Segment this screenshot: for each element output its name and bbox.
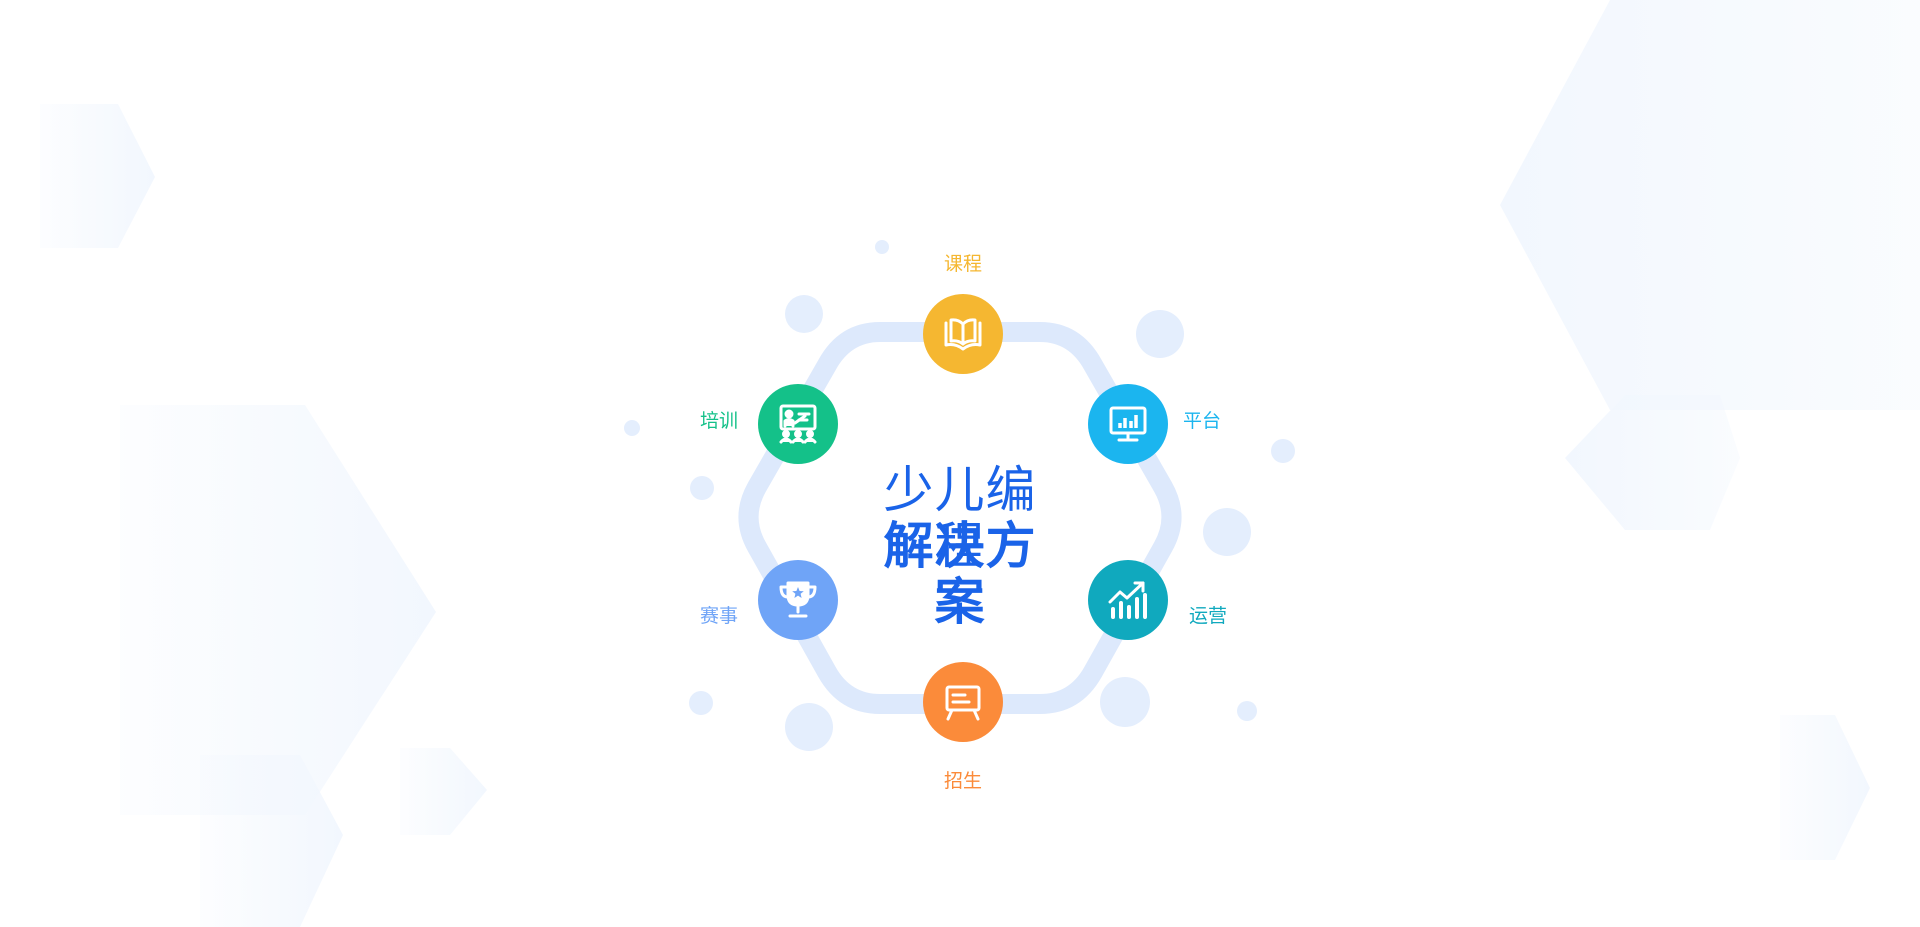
bg-hexagon bbox=[1780, 715, 1870, 860]
operation-label[interactable]: 运营 bbox=[1189, 605, 1228, 627]
monitor-chart-icon bbox=[1105, 401, 1151, 447]
classroom-icon bbox=[775, 401, 821, 447]
competition-label[interactable]: 赛事 bbox=[700, 605, 739, 627]
decor-bubble bbox=[785, 295, 823, 333]
platform-label[interactable]: 平台 bbox=[1183, 410, 1222, 432]
decor-bubble bbox=[1136, 310, 1184, 358]
easel-icon bbox=[940, 679, 986, 725]
training-node[interactable] bbox=[758, 384, 838, 464]
bg-hexagon bbox=[200, 755, 343, 927]
trophy-icon bbox=[775, 577, 821, 623]
decor-bubble bbox=[1100, 677, 1150, 727]
bg-hexagon bbox=[1565, 395, 1740, 530]
bg-hexagon bbox=[40, 104, 155, 248]
solution-title-line1: 少儿编程 bbox=[883, 461, 1037, 575]
course-label[interactable]: 课程 bbox=[944, 253, 983, 275]
competition-node[interactable] bbox=[758, 560, 838, 640]
course-node[interactable] bbox=[923, 294, 1003, 374]
bg-hexagon bbox=[120, 405, 436, 815]
decor-bubble bbox=[1271, 439, 1295, 463]
platform-node[interactable] bbox=[1088, 384, 1168, 464]
decor-bubble bbox=[624, 420, 640, 436]
bg-hexagon bbox=[400, 748, 487, 835]
hexagon-ring bbox=[738, 322, 1182, 714]
enrollment-node[interactable] bbox=[923, 662, 1003, 742]
enrollment-label[interactable]: 招生 bbox=[944, 770, 983, 792]
operation-node[interactable] bbox=[1088, 560, 1168, 640]
trend-chart-icon bbox=[1105, 577, 1151, 623]
book-icon bbox=[940, 311, 986, 357]
training-label[interactable]: 培训 bbox=[700, 410, 739, 432]
solution-title-line2: 解决方案 bbox=[883, 517, 1037, 631]
bg-hexagon bbox=[1500, 0, 1920, 410]
decor-bubble bbox=[785, 703, 833, 751]
decor-bubble bbox=[690, 476, 714, 500]
decor-bubble bbox=[875, 240, 889, 254]
decor-bubble bbox=[1203, 508, 1251, 556]
decor-bubble bbox=[689, 691, 713, 715]
decor-bubble bbox=[1237, 701, 1257, 721]
